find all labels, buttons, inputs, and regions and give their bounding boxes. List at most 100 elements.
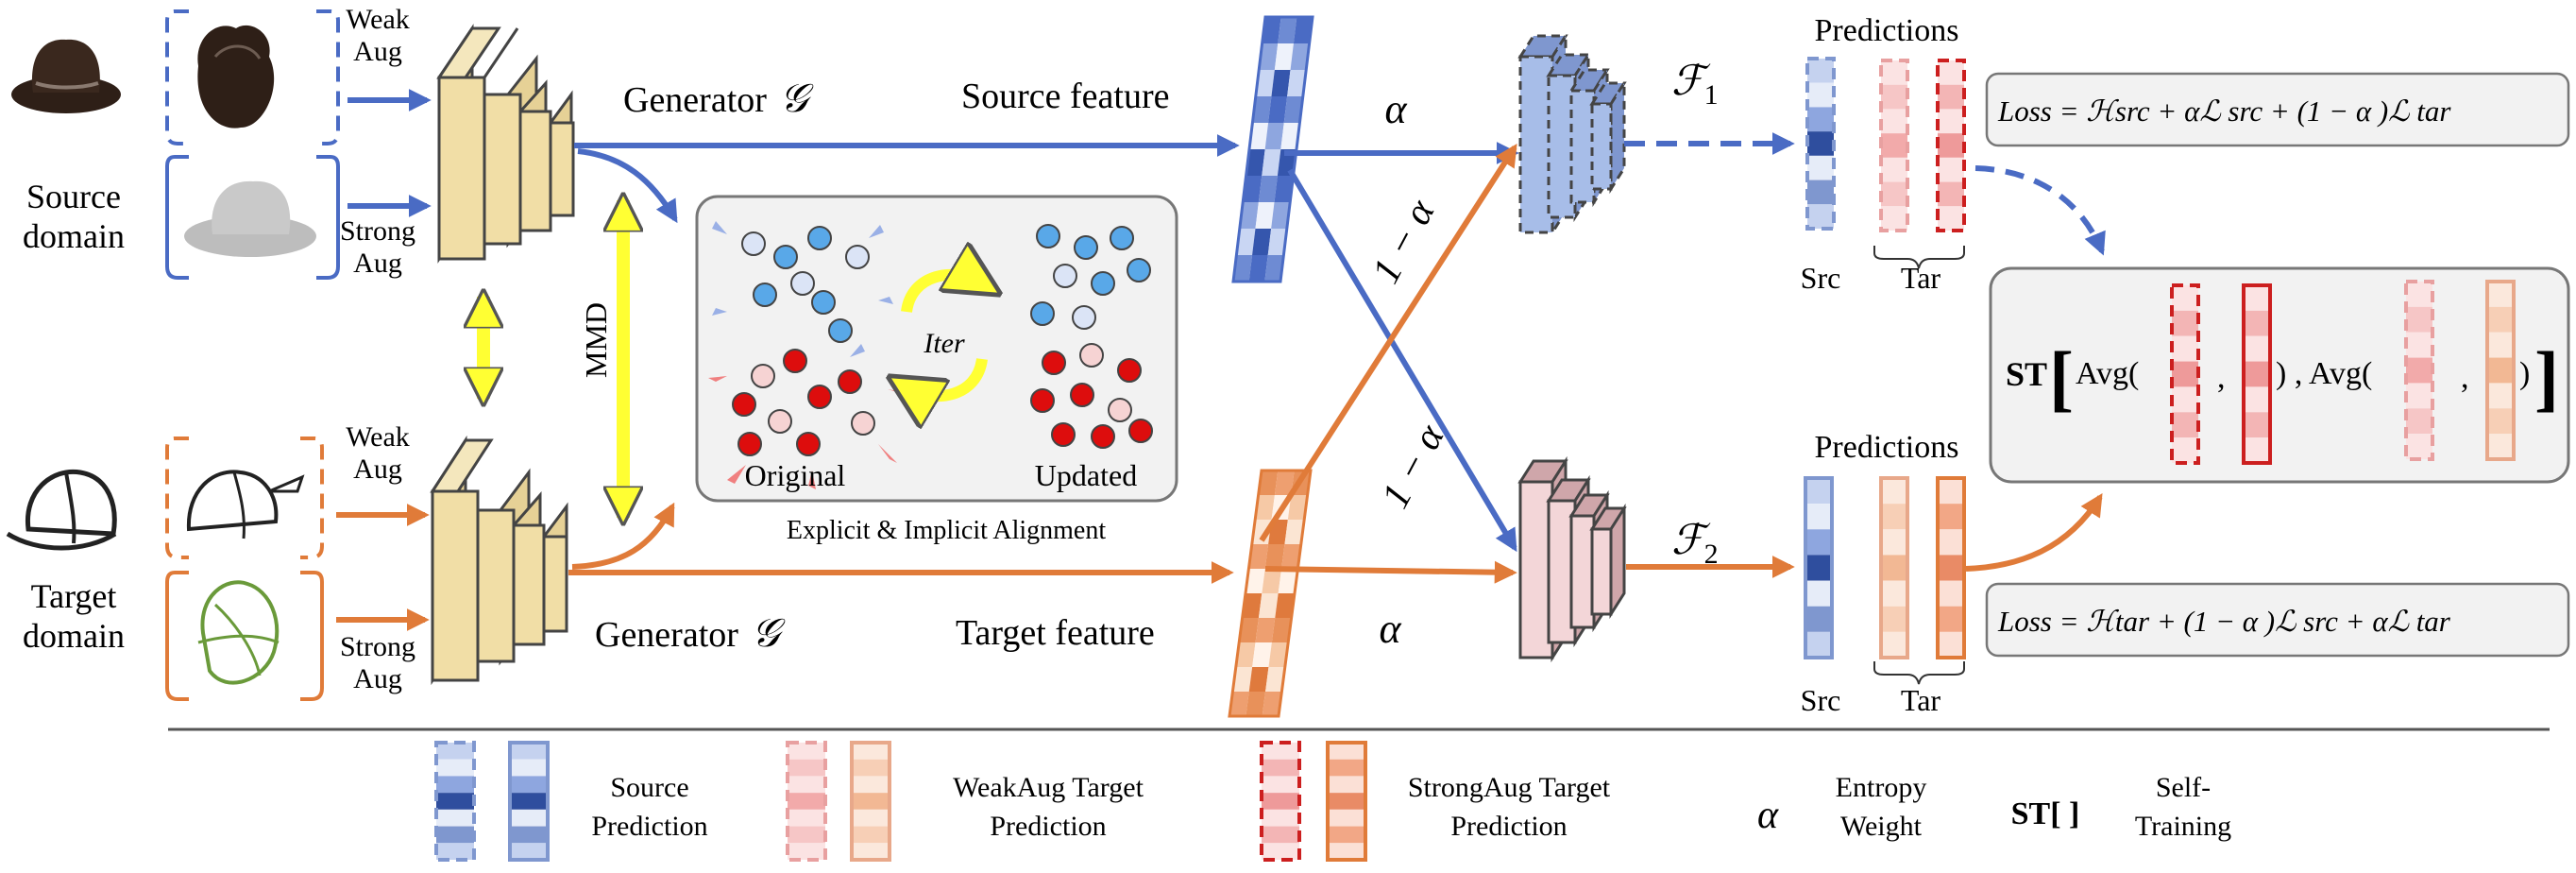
source-generator-blocks bbox=[436, 24, 575, 264]
f2-block-side bbox=[1609, 503, 1626, 620]
classifier-f2-label: ℱ2 bbox=[1671, 517, 1719, 570]
src-label-bottom: Src bbox=[1801, 683, 1841, 717]
source-point bbox=[773, 245, 798, 269]
pred-src-bottom bbox=[1804, 476, 1834, 659]
st-label: ST bbox=[2006, 355, 2047, 393]
target-to-alignment-arrow bbox=[571, 502, 675, 570]
target-point bbox=[807, 385, 832, 409]
feature-cell bbox=[1274, 176, 1294, 202]
legend-weak-solid-cell bbox=[852, 793, 890, 810]
loss-bottom-box bbox=[1985, 582, 2570, 658]
source-point bbox=[1030, 301, 1055, 326]
st-bar-strong-solid-cell bbox=[2244, 437, 2270, 463]
st-bar-weak-dashed-cell bbox=[2406, 306, 2432, 333]
target-weak-aug-label-1: Weak bbox=[346, 421, 410, 453]
legend-source-dashed-cell bbox=[436, 809, 474, 827]
tar-brace-bottom bbox=[1873, 661, 1965, 685]
updated-clusters bbox=[1030, 224, 1153, 449]
pred-strong-top-cell bbox=[1938, 206, 1964, 231]
feature-cell bbox=[1259, 43, 1279, 70]
legend-source-dashed-cell bbox=[436, 826, 474, 844]
alignment-caption: Explicit & Implicit Alignment bbox=[787, 516, 1107, 545]
target-feature-border bbox=[1228, 469, 1313, 718]
target-point bbox=[1030, 388, 1055, 413]
legend-strong-solid-cell bbox=[1328, 759, 1365, 777]
feature-cell bbox=[1252, 642, 1272, 667]
source-weak-bracket-left bbox=[165, 9, 189, 146]
predictions-title-bottom: Predictions bbox=[1815, 430, 1959, 465]
feature-cell bbox=[1274, 471, 1295, 495]
target-domain-label-1: Target bbox=[31, 577, 117, 615]
legend-strong-dashed-cell bbox=[1262, 809, 1299, 827]
source-point bbox=[1072, 305, 1096, 330]
updated-label: Updated bbox=[1035, 458, 1137, 492]
source-strong-hat-icon bbox=[184, 180, 316, 257]
source-strong-aug-label-1: Strong bbox=[340, 215, 415, 247]
feature-cell bbox=[1246, 569, 1265, 593]
target-point bbox=[768, 409, 792, 434]
pred-strong-bottom-cell bbox=[1938, 631, 1964, 658]
target-domain-group: Target domain Weak Aug Strong Aug bbox=[6, 421, 430, 701]
pred-weak-bottom bbox=[1879, 476, 1909, 659]
classifier-f1-blocks bbox=[1517, 30, 1627, 238]
feature-cell bbox=[1265, 667, 1285, 692]
legend-weak-dashed-cell bbox=[788, 793, 825, 810]
target-point bbox=[1117, 358, 1142, 383]
feature-cell bbox=[1262, 17, 1281, 43]
source-drift-arrow bbox=[878, 297, 893, 304]
st-close-bracket: ] bbox=[2534, 336, 2559, 419]
pred-weak-bottom-cell bbox=[1881, 555, 1907, 581]
legend-weak-solid-cell bbox=[852, 809, 890, 827]
legend-strong-solid-cell bbox=[1328, 776, 1365, 794]
legend-strong-solid-cell bbox=[1328, 793, 1365, 810]
target-weak-bracket-right bbox=[300, 436, 324, 559]
pred-weak-top-cell bbox=[1881, 181, 1907, 207]
st-bar-weak-dashed-cell bbox=[2406, 383, 2432, 409]
avg1-label: Avg( bbox=[2076, 356, 2139, 391]
legend-source-solid-cell bbox=[510, 776, 548, 794]
st-bar-strong-dashed-cell bbox=[2172, 412, 2198, 438]
legend-weak-label-2: Prediction bbox=[990, 811, 1106, 842]
pred-strong-bottom-cell bbox=[1938, 529, 1964, 556]
mmd-label: MMD bbox=[579, 302, 613, 378]
st-bar-strong-solid-cell bbox=[2244, 361, 2270, 387]
legend-swatches bbox=[434, 741, 1367, 862]
st-bar-strong-dashed bbox=[2170, 283, 2200, 465]
st-bar-weak-solid-cell bbox=[2487, 357, 2514, 384]
target-strong-aug-label-1: Strong bbox=[340, 631, 415, 662]
st-bar-strong-solid-cell bbox=[2244, 335, 2270, 362]
feature-cell bbox=[1268, 642, 1289, 667]
pred-strong-bottom-cell bbox=[1938, 606, 1964, 632]
st-bar-strong-solid-cell bbox=[2244, 386, 2270, 413]
alpha-bottom-label: α bbox=[1379, 606, 1401, 652]
legend-source-dashed-cell bbox=[436, 776, 474, 794]
iter-cycle-arrow-top bbox=[901, 275, 982, 314]
legend-strong-solid bbox=[1326, 741, 1367, 862]
feature-cell bbox=[1255, 495, 1275, 520]
feature-cell bbox=[1262, 149, 1281, 176]
pred-weak-bottom-cell bbox=[1881, 529, 1907, 556]
source-strong-bracket-right bbox=[316, 155, 340, 280]
pred-strong-top-cell bbox=[1938, 109, 1964, 134]
st-bar-weak-solid-cell bbox=[2487, 332, 2514, 358]
target-point bbox=[1042, 351, 1066, 375]
source-point bbox=[1036, 224, 1060, 248]
predictions-title-top: Predictions bbox=[1815, 13, 1959, 48]
pred-src-bottom-cell bbox=[1805, 606, 1832, 632]
pred-src-bottom-cell bbox=[1805, 529, 1832, 556]
st-bar-strong-solid bbox=[2242, 283, 2272, 465]
tar-brace-top bbox=[1873, 246, 1965, 269]
st-bar-weak-dashed-cell bbox=[2406, 282, 2432, 307]
legend-weak-solid-cell bbox=[852, 843, 890, 860]
alignment-panel: Iter Original Updated bbox=[695, 195, 1178, 503]
target-drift-arrow bbox=[808, 471, 816, 489]
source-drift-arrow bbox=[712, 221, 727, 234]
legend-strong-label-1: StrongAug Target bbox=[1408, 772, 1611, 803]
st-bar-weak-solid-cell bbox=[2487, 383, 2514, 409]
legend-source-solid-cell bbox=[510, 743, 548, 760]
feature-cell bbox=[1264, 123, 1284, 149]
legend-weak-dashed-cell bbox=[788, 776, 825, 794]
f1-block-front bbox=[1569, 89, 1596, 204]
pred-src-top-cell bbox=[1807, 204, 1834, 229]
